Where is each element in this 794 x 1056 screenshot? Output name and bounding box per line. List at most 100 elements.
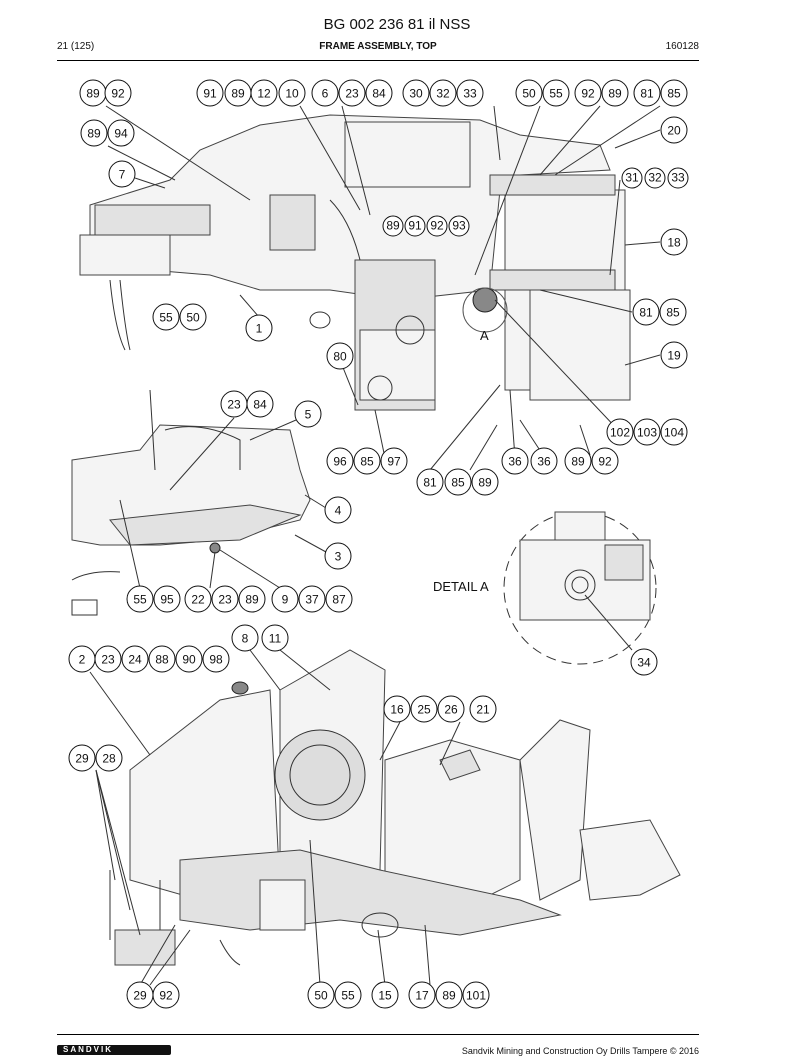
callout-circle	[410, 695, 438, 723]
callout-circle	[184, 585, 212, 613]
callout-number: 92	[598, 455, 612, 469]
callout-number: 25	[417, 703, 431, 717]
callout-circle	[633, 79, 661, 107]
callout-circle	[371, 981, 399, 1009]
callout-number: 94	[114, 127, 128, 141]
callout-iso-view-18: 15	[371, 981, 399, 1009]
callout-circle	[250, 79, 278, 107]
section-title: FRAME ASSEMBLY, TOP	[319, 41, 437, 52]
callout-number: 32	[648, 171, 662, 185]
callout-circle	[402, 79, 430, 107]
callout-circle	[435, 981, 463, 1009]
callout-number: 101	[466, 989, 486, 1003]
callout-iso-view-21: 101	[462, 981, 490, 1009]
callout-circle	[574, 79, 602, 107]
callout-number: 81	[640, 87, 654, 101]
callout-iso-view-11: 21	[469, 695, 497, 723]
callout-top-view-30: 55	[152, 303, 180, 331]
callout-circle	[152, 981, 180, 1009]
callout-circle	[444, 468, 472, 496]
callout-number: 81	[639, 306, 653, 320]
callout-circle	[621, 167, 643, 189]
detail-a-marker: A	[480, 328, 489, 343]
callout-number: 36	[537, 455, 551, 469]
callout-detail-view-0: 34	[630, 648, 658, 676]
callout-number: 89	[442, 989, 456, 1003]
callout-number: 36	[508, 455, 522, 469]
callout-circle	[80, 119, 108, 147]
callout-circle	[469, 695, 497, 723]
callout-circle	[365, 79, 393, 107]
callout-circle	[606, 418, 634, 446]
callout-circle	[278, 79, 306, 107]
callout-circle	[660, 79, 688, 107]
callout-number: 17	[415, 989, 429, 1003]
callout-iso-view-19: 17	[408, 981, 436, 1009]
callout-circle	[334, 981, 362, 1009]
callout-top-view-0: 89	[79, 79, 107, 107]
callout-circle	[591, 447, 619, 475]
callout-circle	[338, 79, 366, 107]
callout-number: 5	[305, 408, 312, 422]
callout-circle	[324, 542, 352, 570]
callout-number: 92	[111, 87, 125, 101]
callout-circle	[126, 585, 154, 613]
callout-number: 89	[231, 87, 245, 101]
callout-circle	[68, 744, 96, 772]
callout-number: 85	[451, 476, 465, 490]
callout-top-view-40: 102	[606, 418, 634, 446]
callout-top-view-43: 96	[326, 447, 354, 475]
callout-number: 1	[256, 322, 263, 336]
date-code: 160128	[665, 41, 699, 52]
callout-number: 89	[245, 593, 259, 607]
callout-circle	[601, 79, 629, 107]
callout-circle	[202, 645, 230, 673]
callout-circle	[426, 215, 448, 237]
callout-circle	[515, 79, 543, 107]
callout-top-view-17: 85	[660, 79, 688, 107]
callout-number: 91	[203, 87, 217, 101]
callout-circle	[462, 981, 490, 1009]
callout-circle	[261, 624, 289, 652]
callout-top-view-7: 23	[338, 79, 366, 107]
callout-number: 84	[253, 398, 267, 412]
callout-top-view-26: 91	[404, 215, 426, 237]
callout-number: 92	[581, 87, 595, 101]
callout-iso-view-1: 11	[261, 624, 289, 652]
callout-iso-view-10: 26	[437, 695, 465, 723]
callout-circle	[404, 215, 426, 237]
callout-number: 55	[549, 87, 563, 101]
footer-divider	[57, 1034, 699, 1035]
callout-number: 29	[75, 752, 89, 766]
callout-iso-view-12: 29	[68, 744, 96, 772]
callout-circle	[298, 585, 326, 613]
callout-circle	[353, 447, 381, 475]
callout-iso-view-17: 55	[334, 981, 362, 1009]
callout-number: 85	[666, 306, 680, 320]
callout-number: 20	[667, 124, 681, 138]
callout-iso-view-8: 16	[383, 695, 411, 723]
callout-circle	[380, 447, 408, 475]
callout-number: 90	[182, 653, 196, 667]
callout-number: 95	[160, 593, 174, 607]
callout-top-view-10: 32	[429, 79, 457, 107]
callout-circle	[325, 585, 353, 613]
callout-circle	[307, 981, 335, 1009]
callout-number: 50	[314, 989, 328, 1003]
callout-number: 104	[664, 426, 684, 440]
callout-top-view-37: 23	[220, 390, 248, 418]
footer-copyright: Sandvik Mining and Construction Oy Drill…	[461, 1046, 699, 1056]
callout-number: 98	[209, 653, 223, 667]
callout-circle	[383, 695, 411, 723]
callout-circle	[179, 303, 207, 331]
callout-circle	[326, 342, 354, 370]
callout-top-view-11: 33	[456, 79, 484, 107]
callout-iso-view-13: 28	[95, 744, 123, 772]
callout-number: 85	[360, 455, 374, 469]
callout-top-view-46: 36	[501, 447, 529, 475]
callout-circle	[542, 79, 570, 107]
callout-top-view-27: 92	[426, 215, 448, 237]
callout-circle	[107, 119, 135, 147]
callout-circle	[660, 116, 688, 144]
callout-top-view-36: 19	[660, 341, 688, 369]
